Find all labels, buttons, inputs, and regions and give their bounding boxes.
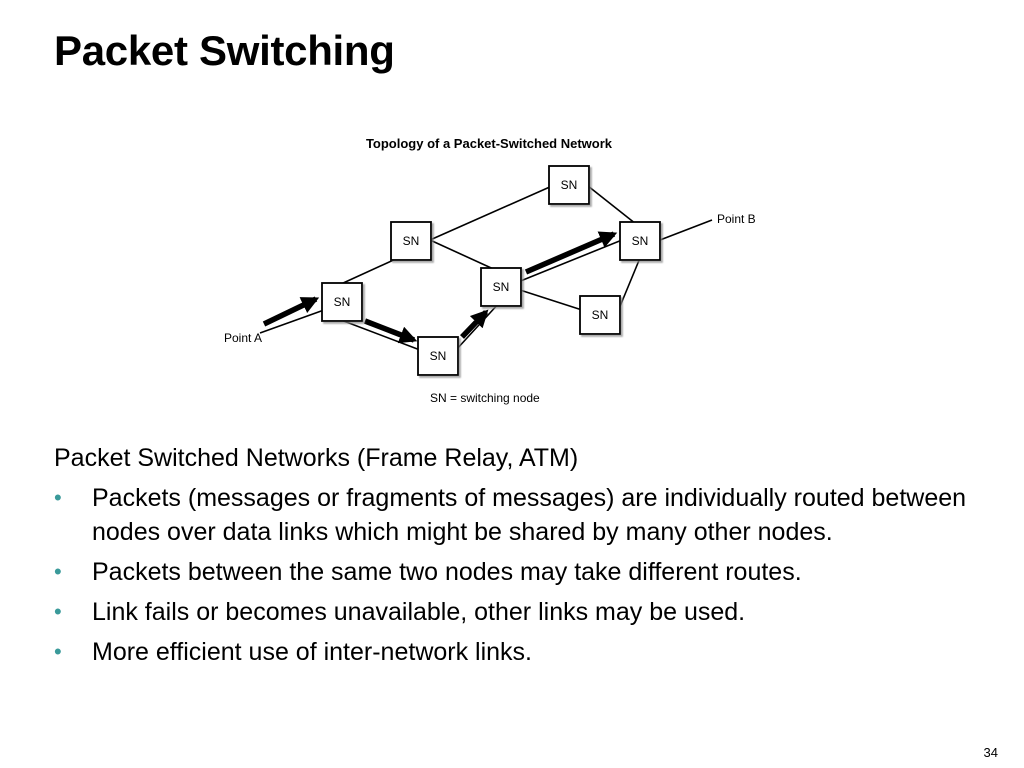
bullet-icon: • <box>54 559 62 584</box>
link-sn2-sn4 <box>429 239 501 273</box>
diagram-title: Topology of a Packet-Switched Network <box>366 136 613 151</box>
link-pointa-sn1 <box>259 309 325 334</box>
link-sn6-sn7 <box>587 185 637 225</box>
list-item: • Link fails or becomes unavailable, oth… <box>54 595 984 629</box>
bullet-text: More efficient use of inter-network link… <box>92 638 533 666</box>
slide-body: Packet Switched Networks (Frame Relay, A… <box>54 441 984 675</box>
switching-node-5: SN <box>579 295 621 335</box>
route-arrow-3 <box>460 309 489 339</box>
switching-node-3: SN <box>417 336 459 376</box>
slide-title: Packet Switching <box>54 27 395 74</box>
route-arrow-1 <box>262 296 320 327</box>
bullet-list: • Packets (messages or fragments of mess… <box>54 481 984 669</box>
diagram-legend: SN = switching node <box>430 391 540 405</box>
bullet-text: Packets between the same two nodes may t… <box>92 558 802 586</box>
bullet-text: Packets (messages or fragments of messag… <box>92 484 967 546</box>
network-links <box>259 185 713 351</box>
packet-route-arrows <box>262 231 618 344</box>
node-label: SN <box>334 295 351 309</box>
bullet-text: Link fails or becomes unavailable, other… <box>92 598 746 626</box>
switching-node-1: SN <box>321 282 363 322</box>
link-sn1-sn3 <box>340 319 421 351</box>
switching-node-4: SN <box>480 267 522 307</box>
bullet-icon: • <box>54 485 62 510</box>
link-sn4-sn5 <box>519 289 583 311</box>
list-item: • More efficient use of inter-network li… <box>54 635 984 669</box>
link-sn4-sn7 <box>517 239 623 283</box>
link-sn2-sn6 <box>429 185 553 241</box>
node-label: SN <box>592 308 609 322</box>
node-label: SN <box>430 349 447 363</box>
switching-node-7: SN <box>619 221 661 261</box>
node-label: SN <box>561 178 578 192</box>
list-item: • Packets between the same two nodes may… <box>54 555 984 589</box>
switching-nodes: SN SN SN SN SN SN SN <box>321 165 661 376</box>
network-topology-diagram: Topology of a Packet-Switched Network SN… <box>224 136 756 405</box>
route-arrow-2 <box>364 318 418 344</box>
node-label: SN <box>403 234 420 248</box>
page-number: 34 <box>983 745 998 760</box>
bullet-icon: • <box>54 599 62 624</box>
node-label: SN <box>632 234 649 248</box>
point-b-label: Point B <box>717 212 756 226</box>
switching-node-2: SN <box>390 221 432 261</box>
node-label: SN <box>493 280 510 294</box>
bullet-icon: • <box>54 639 62 664</box>
link-sn3-sn4 <box>455 301 501 351</box>
switching-node-6: SN <box>548 165 590 205</box>
route-arrow-4 <box>524 231 618 275</box>
link-sn1-sn2 <box>340 257 399 285</box>
list-item: • Packets (messages or fragments of mess… <box>54 481 984 549</box>
intro-line: Packet Switched Networks (Frame Relay, A… <box>54 444 579 472</box>
point-a-label: Point A <box>224 331 262 345</box>
link-sn7-pointb <box>659 219 713 241</box>
